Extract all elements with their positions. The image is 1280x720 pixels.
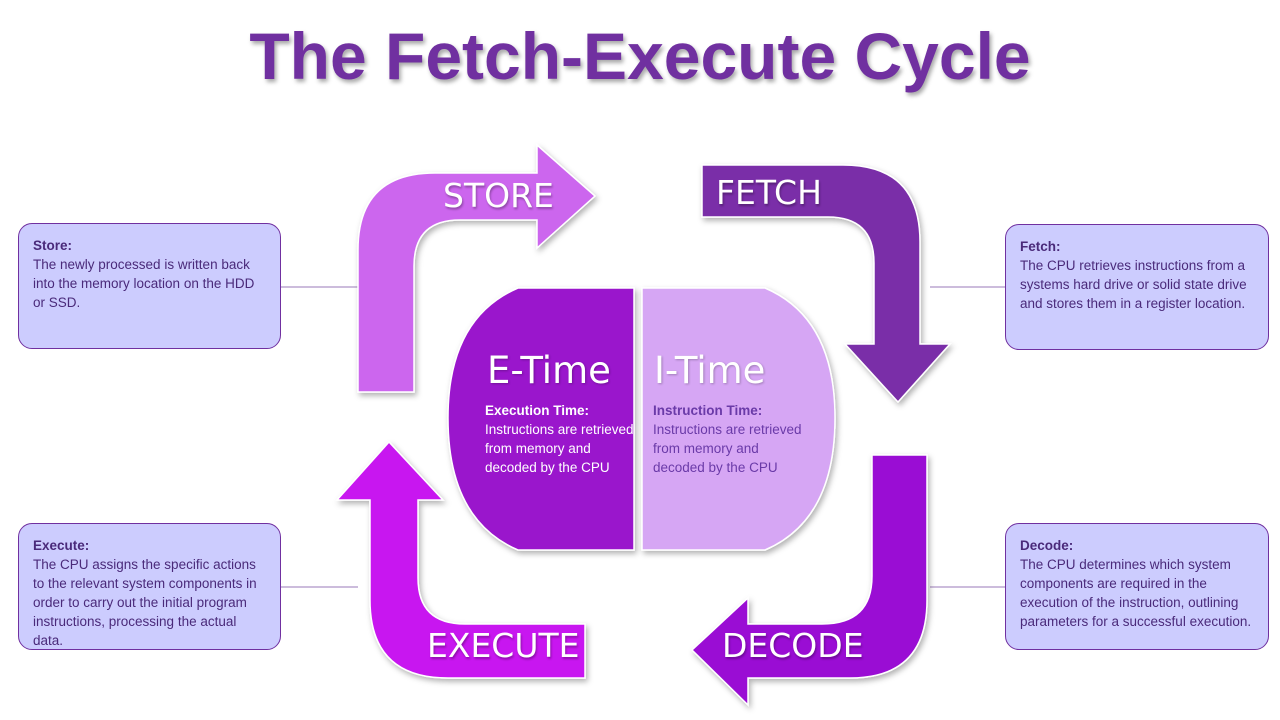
store-box-heading: Store:: [33, 238, 73, 253]
itime-label: Instruction Time:: [653, 403, 763, 418]
store-arrow: [357, 143, 597, 393]
etime-description: Execution Time: Instructions are retriev…: [485, 401, 635, 477]
execute-box-heading: Execute:: [33, 538, 90, 553]
decode-box-text: The CPU determines which system componen…: [1020, 557, 1252, 629]
etime-shape: [447, 287, 635, 551]
fetch-box-heading: Fetch:: [1020, 239, 1061, 254]
store-arrow-label: STORE: [443, 176, 554, 215]
etime-heading: E-Time: [487, 349, 611, 392]
store-description-box: Store: The newly processed is written ba…: [18, 223, 281, 349]
etime-label: Execution Time:: [485, 403, 590, 418]
itime-description: Instruction Time: Instructions are retri…: [653, 401, 803, 477]
itime-body: Instructions are retrieved from memory a…: [653, 422, 802, 475]
execute-arrow-label: EXECUTE: [427, 626, 580, 665]
itime-shape: [641, 287, 836, 551]
execute-description-box: Execute: The CPU assigns the specific ac…: [18, 523, 281, 650]
etime-body: Instructions are retrieved from memory a…: [485, 422, 634, 475]
fetch-arrow: [701, 164, 952, 404]
execute-box-text: The CPU assigns the specific actions to …: [33, 557, 257, 648]
decode-arrow: [690, 454, 928, 707]
fetch-description-box: Fetch: The CPU retrieves instructions fr…: [1005, 224, 1269, 350]
decode-arrow-label: DECODE: [722, 626, 864, 665]
itime-heading: I-Time: [654, 349, 766, 392]
store-box-text: The newly processed is written back into…: [33, 257, 255, 310]
fetch-box-text: The CPU retrieves instructions from a sy…: [1020, 258, 1247, 311]
page-title: The Fetch-Execute Cycle: [249, 19, 1031, 93]
decode-description-box: Decode: The CPU determines which system …: [1005, 523, 1269, 650]
execute-arrow: [335, 440, 586, 679]
fetch-arrow-label: FETCH: [716, 173, 822, 212]
decode-box-heading: Decode:: [1020, 538, 1074, 553]
